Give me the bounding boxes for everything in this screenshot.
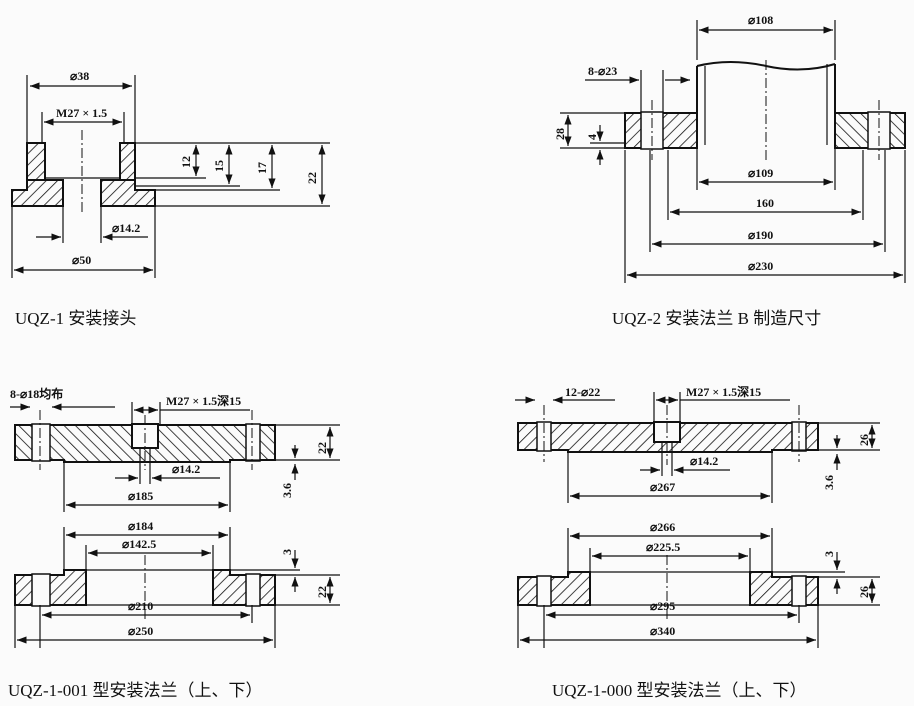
dim-h12: 12 <box>179 156 193 168</box>
dim-d108: ⌀108 <box>748 13 773 27</box>
dim-d295: ⌀295 <box>650 599 675 613</box>
dim-h22b: 22 <box>315 586 329 598</box>
dim-d230: ⌀230 <box>748 259 773 273</box>
dim-d38: ⌀38 <box>70 69 89 83</box>
dim-d266: ⌀266 <box>650 520 675 534</box>
dim-holes: 8-⌀18均布 <box>10 386 63 401</box>
caption-uqz1: UQZ-1 安装接头 <box>15 309 136 328</box>
uqz1-001-flange-drawing: 8-⌀18均布 M27 × 1.5深15 22 3.6 ⌀14.2 ⌀185 ⌀… <box>8 386 340 700</box>
dim-d1425: ⌀142.5 <box>122 537 156 551</box>
dim-d250: ⌀250 <box>128 624 153 638</box>
dim-d50: ⌀50 <box>72 253 91 267</box>
dim-d190: ⌀190 <box>748 228 773 242</box>
dim-h3: 3 <box>822 551 836 557</box>
dim-d340: ⌀340 <box>650 624 675 638</box>
dim-d14: ⌀14.2 <box>690 454 718 468</box>
dim-holes: 8-⌀23 <box>588 64 617 78</box>
dim-h15: 15 <box>212 160 226 172</box>
uqz2-flange-drawing: ⌀108 8-⌀23 28 4 ⌀109 160 ⌀190 ⌀230 UQZ-2… <box>553 13 906 328</box>
base-right <box>100 179 156 207</box>
dim-d160: 160 <box>756 196 774 210</box>
uqz1-fitting-drawing: ⌀38 M27 × 1.5 12 15 17 22 ⌀14.2 ⌀50 UQZ-… <box>11 69 330 328</box>
dim-thread: M27 × 1.5深15 <box>686 384 761 399</box>
base-left <box>11 179 64 207</box>
caption-uqz1-001: UQZ-1-001 型安装法兰（上、下） <box>8 681 263 700</box>
dim-h26a: 26 <box>857 434 871 446</box>
dim-h36: 3.6 <box>822 475 836 490</box>
dim-h22a: 22 <box>315 442 329 454</box>
dim-holes: 12-⌀22 <box>565 385 600 399</box>
dim-h3: 3 <box>280 549 294 555</box>
dim-h22: 22 <box>305 172 319 184</box>
dim-h17: 17 <box>255 162 269 174</box>
dim-d109: ⌀109 <box>748 166 773 180</box>
dim-h36: 3.6 <box>280 483 294 498</box>
dim-h28: 28 <box>553 128 567 140</box>
cup-wall-left <box>26 142 46 181</box>
dim-d2255: ⌀225.5 <box>646 540 680 554</box>
dim-d185: ⌀185 <box>128 489 153 503</box>
caption-uqz1-000: UQZ-1-000 型安装法兰（上、下） <box>552 681 807 700</box>
dim-d210: ⌀210 <box>128 599 153 613</box>
dim-thread: M27 × 1.5深15 <box>166 393 241 408</box>
dim-d267: ⌀267 <box>650 480 675 494</box>
uqz1-000-flange-drawing: 12-⌀22 M27 × 1.5深15 26 3.6 ⌀14.2 ⌀267 ⌀2… <box>515 384 880 700</box>
dim-d14: ⌀14.2 <box>112 221 140 235</box>
dim-d14: ⌀14.2 <box>172 462 200 476</box>
cup-wall-right <box>119 142 136 181</box>
dim-d184: ⌀184 <box>128 519 153 533</box>
caption-uqz2: UQZ-2 安装法兰 B 制造尺寸 <box>612 309 821 328</box>
dim-h26b: 26 <box>857 586 871 598</box>
dim-thread: M27 × 1.5 <box>56 106 107 120</box>
dim-h4: 4 <box>585 134 599 140</box>
